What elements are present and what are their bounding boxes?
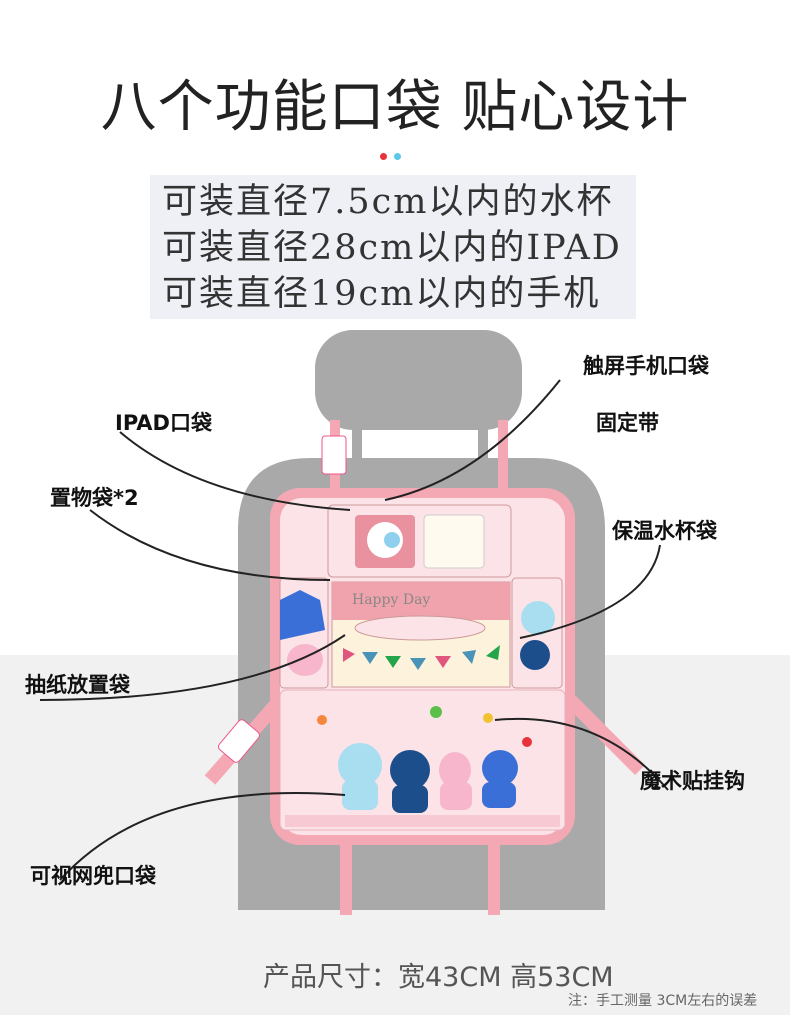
spec-line: 可装直径19cm以内的手机 [162, 274, 601, 314]
callout-storage-pocket: 置物袋*2 [50, 486, 139, 510]
spec-line: 可装直径28cm以内的IPAD [162, 228, 622, 268]
blue-dot [394, 153, 401, 160]
callout-tissue-pocket: 抽纸放置袋 [25, 673, 130, 697]
callout-phone-pocket: 触屏手机口袋 [583, 354, 709, 378]
specs-box: 可装直径7.5cm以内的水杯 可装直径28cm以内的IPAD 可装直径19cm以… [150, 175, 636, 319]
callout-cup-pocket: 保温水杯袋 [612, 519, 717, 543]
measurement-note: 注：手工测量 3CM左右的误差 [568, 993, 758, 1009]
banner-text: Happy Day [352, 592, 431, 608]
red-dot [380, 153, 387, 160]
callout-velcro-hook: 魔术贴挂钩 [640, 769, 745, 793]
callout-ipad-pocket: IPAD口袋 [115, 411, 212, 435]
page-title: 八个功能口袋 贴心设计 [100, 75, 690, 140]
callout-mesh-pocket: 可视网兜口袋 [30, 864, 156, 888]
product-size: 产品尺寸：宽43CM 高53CM [263, 962, 614, 993]
spec-line: 可装直径7.5cm以内的水杯 [162, 182, 614, 222]
callout-strap: 固定带 [596, 411, 659, 435]
